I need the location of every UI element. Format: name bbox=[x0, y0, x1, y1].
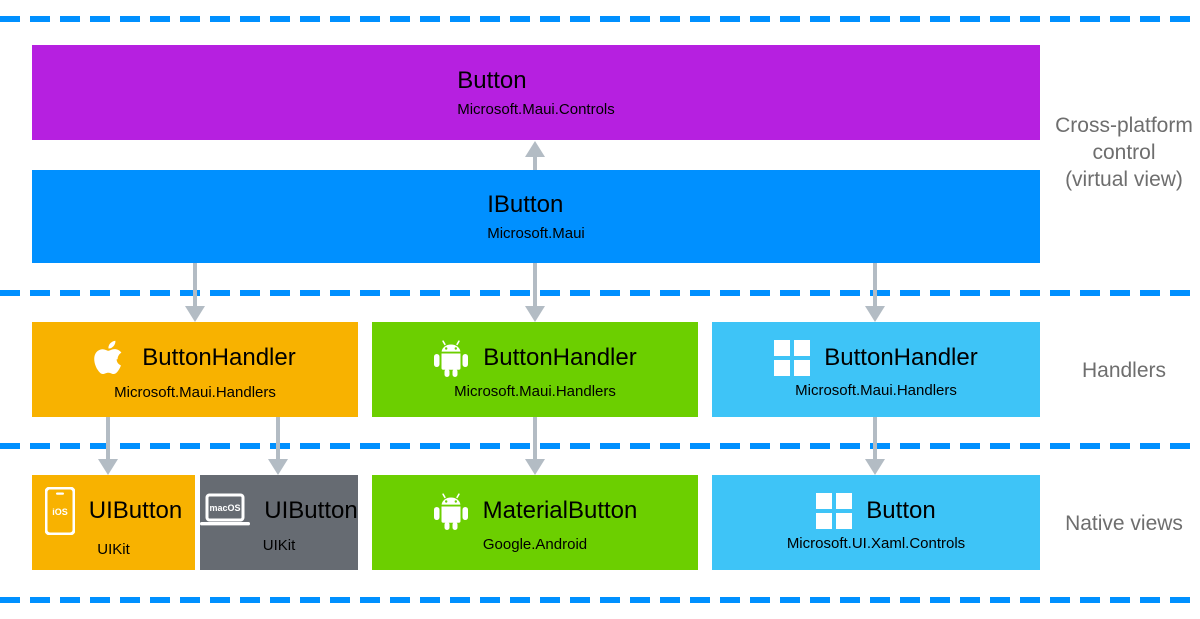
box-title: ButtonHandler bbox=[142, 343, 296, 371]
android-icon bbox=[433, 492, 469, 530]
arrow-shaft bbox=[533, 417, 537, 459]
box-namespace: UIKit bbox=[262, 536, 296, 554]
box-namespace: UIKit bbox=[97, 540, 130, 558]
arrow-head-down-icon bbox=[865, 306, 885, 322]
box-windows-button-handler[interactable]: ButtonHandler Microsoft.Maui.Handlers bbox=[712, 322, 1040, 417]
box-title: ButtonHandler bbox=[483, 343, 637, 371]
arrow-shaft bbox=[873, 263, 877, 306]
box-title: UIButton bbox=[88, 496, 183, 524]
separator-top bbox=[0, 16, 1200, 22]
apple-icon bbox=[94, 338, 128, 378]
arrow-shaft bbox=[533, 263, 537, 306]
arrow-head-down-icon bbox=[865, 459, 885, 475]
box-namespace: Microsoft.Maui.Handlers bbox=[795, 381, 957, 399]
box-ibutton-interface[interactable]: IButton Microsoft.Maui bbox=[32, 170, 1040, 263]
arrow-shaft bbox=[276, 417, 280, 459]
row-label-handlers: Handlers bbox=[1081, 359, 1167, 382]
arrow-head-down-icon bbox=[525, 459, 545, 475]
windows-icon bbox=[816, 492, 853, 529]
separator-below-handlers bbox=[0, 443, 1200, 449]
box-namespace: Microsoft.Maui bbox=[487, 224, 585, 242]
ios-phone-icon: iOS bbox=[44, 486, 75, 535]
box-title: ButtonHandler bbox=[824, 343, 978, 371]
box-macos-uibutton[interactable]: macOS UIButton UIKit bbox=[200, 475, 358, 570]
box-ios-uibutton[interactable]: iOS UIButton UIKit bbox=[32, 475, 195, 570]
row-label-native-views: Native views bbox=[1065, 512, 1183, 535]
arrow-shaft bbox=[106, 417, 110, 459]
box-button-control[interactable]: Button Microsoft.Maui.Controls bbox=[32, 45, 1040, 140]
box-namespace: Google.Android bbox=[482, 535, 588, 553]
box-apple-button-handler[interactable]: ButtonHandler Microsoft.Maui.Handlers bbox=[32, 322, 358, 417]
box-namespace: Microsoft.Maui.Handlers bbox=[454, 382, 616, 400]
arrow-head-down-icon bbox=[98, 459, 118, 475]
macos-icon-label: macOS bbox=[210, 503, 241, 513]
arrow-shaft bbox=[873, 417, 877, 459]
android-icon bbox=[433, 339, 469, 377]
row-label-cross-platform-control: Cross-platform control (virtual view) bbox=[1055, 114, 1193, 191]
box-namespace: Microsoft.Maui.Handlers bbox=[114, 383, 276, 401]
box-namespace: Microsoft.UI.Xaml.Controls bbox=[786, 534, 966, 552]
windows-icon bbox=[774, 339, 811, 376]
box-title: IButton bbox=[487, 190, 564, 218]
box-title: Button bbox=[866, 496, 936, 524]
separator-below-cross-platform bbox=[0, 290, 1200, 296]
arrow-shaft bbox=[533, 153, 537, 170]
arrow-head-down-icon bbox=[268, 459, 288, 475]
box-title: Button bbox=[457, 66, 527, 94]
box-windows-xaml-button[interactable]: Button Microsoft.UI.Xaml.Controls bbox=[712, 475, 1040, 570]
box-namespace: Microsoft.Maui.Controls bbox=[457, 100, 615, 118]
arrow-head-down-icon bbox=[185, 306, 205, 322]
box-android-button-handler[interactable]: ButtonHandler Microsoft.Maui.Handlers bbox=[372, 322, 698, 417]
arrow-shaft bbox=[193, 263, 197, 306]
arrow-head-up-icon bbox=[525, 141, 545, 157]
box-title: UIButton bbox=[264, 496, 358, 524]
box-android-materialbutton[interactable]: MaterialButton Google.Android bbox=[372, 475, 698, 570]
ios-icon-label: iOS bbox=[52, 507, 68, 517]
arrow-head-down-icon bbox=[525, 306, 545, 322]
macos-laptop-icon: macOS bbox=[200, 491, 251, 531]
separator-bottom bbox=[0, 597, 1200, 603]
box-title: MaterialButton bbox=[482, 496, 638, 524]
